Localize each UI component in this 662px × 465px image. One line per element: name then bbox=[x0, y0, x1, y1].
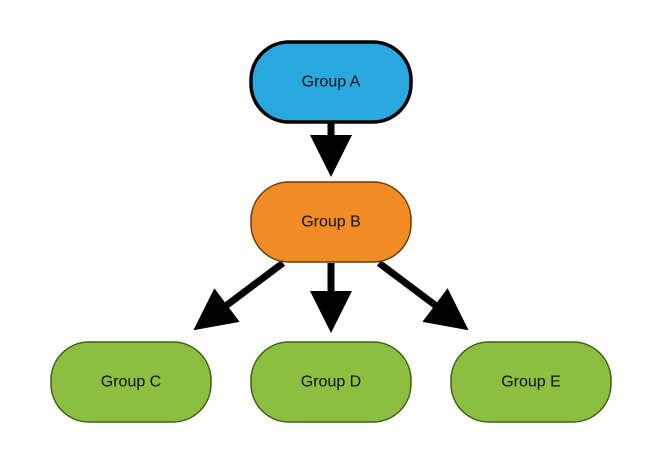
edges bbox=[193, 123, 469, 333]
node-group-e-label: Group E bbox=[501, 374, 561, 391]
edge-b-e bbox=[376, 260, 469, 331]
node-group-d: Group D bbox=[250, 341, 412, 423]
node-group-c-label: Group C bbox=[101, 374, 161, 391]
node-group-d-shape bbox=[250, 341, 412, 423]
node-group-b-label: Group B bbox=[301, 214, 361, 231]
node-group-e: Group E bbox=[450, 341, 612, 423]
node-group-d-label: Group D bbox=[301, 374, 361, 391]
node-group-a-label: Group A bbox=[302, 74, 361, 91]
edge-b-c bbox=[193, 260, 286, 331]
node-group-c: Group C bbox=[50, 341, 212, 423]
node-group-c-shape bbox=[50, 341, 212, 423]
node-group-b: Group B bbox=[250, 181, 412, 263]
node-group-a: Group A bbox=[249, 40, 413, 124]
node-group-e-shape bbox=[450, 341, 612, 423]
node-group-b-shape bbox=[250, 181, 412, 263]
node-group-a-shape bbox=[249, 40, 413, 124]
